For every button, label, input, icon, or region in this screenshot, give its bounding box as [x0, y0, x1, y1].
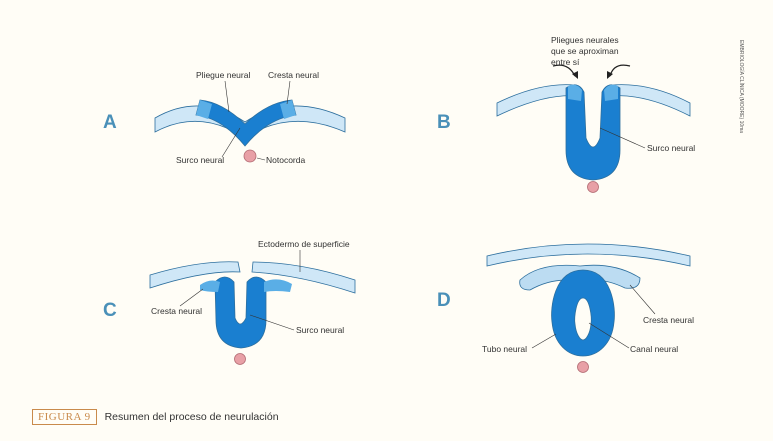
panel-a-letter: A [103, 112, 117, 133]
panel-b-label-pliegues-3: entre sí [551, 57, 580, 67]
panel-c-notochord [235, 354, 246, 365]
panel-c-label-cresta: Cresta neural [151, 306, 202, 316]
panel-c-label-surco: Surco neural [296, 325, 344, 335]
panel-b-arrow-right [610, 65, 630, 76]
panel-c-neural-groove [215, 277, 266, 348]
panel-c-label-ectodermo: Ectodermo de superficie [258, 239, 350, 249]
figure-caption: FIGURA 9 Resumen del proceso de neurulac… [32, 407, 279, 427]
figure-caption-text: Resumen del proceso de neurulación [105, 411, 279, 423]
panel-b-label-pliegues-2: que se aproximan [551, 46, 619, 56]
panel-a: A Pliegue neural Cresta neural Surco neu… [103, 70, 345, 165]
panel-a-label-pliegue: Pliegue neural [196, 70, 250, 80]
panel-d-letter: D [437, 290, 451, 311]
panel-d-neural-tube [552, 270, 615, 356]
panel-c: C Ectodermo de superficie Cresta neural … [103, 239, 355, 365]
panel-d-label-canal: Canal neural [630, 344, 678, 354]
panel-d-notochord [578, 362, 589, 373]
panel-d-label-cresta: Cresta neural [643, 315, 694, 325]
figure-number-label: FIGURA 9 [32, 409, 97, 425]
panel-c-crest-left [200, 281, 220, 292]
side-credit: EMBRIOLOGÍA CLÍNICA (MOORE) 10ma [738, 40, 745, 133]
panel-d-label-tubo: Tubo neural [482, 344, 527, 354]
panel-c-letter: C [103, 300, 117, 321]
panel-d: D Cresta neural Tubo neural Canal neural [437, 244, 694, 373]
panel-b-label-surco: Surco neural [647, 143, 695, 153]
panel-b: B Pliegues neurales que se aproximan ent… [437, 35, 695, 193]
panel-a-notochord [244, 150, 256, 162]
panel-d-ectoderm [487, 244, 690, 266]
panel-b-letter: B [437, 112, 451, 133]
panel-b-label-pliegues-1: Pliegues neurales [551, 35, 619, 45]
panel-b-ectoderm-right [610, 85, 690, 116]
panel-a-label-notocorda: Notocorda [266, 155, 305, 165]
panel-a-label-cresta: Cresta neural [268, 70, 319, 80]
panel-a-label-surco: Surco neural [176, 155, 224, 165]
panel-b-notochord [588, 182, 599, 193]
panel-c-crest-right [264, 279, 292, 292]
